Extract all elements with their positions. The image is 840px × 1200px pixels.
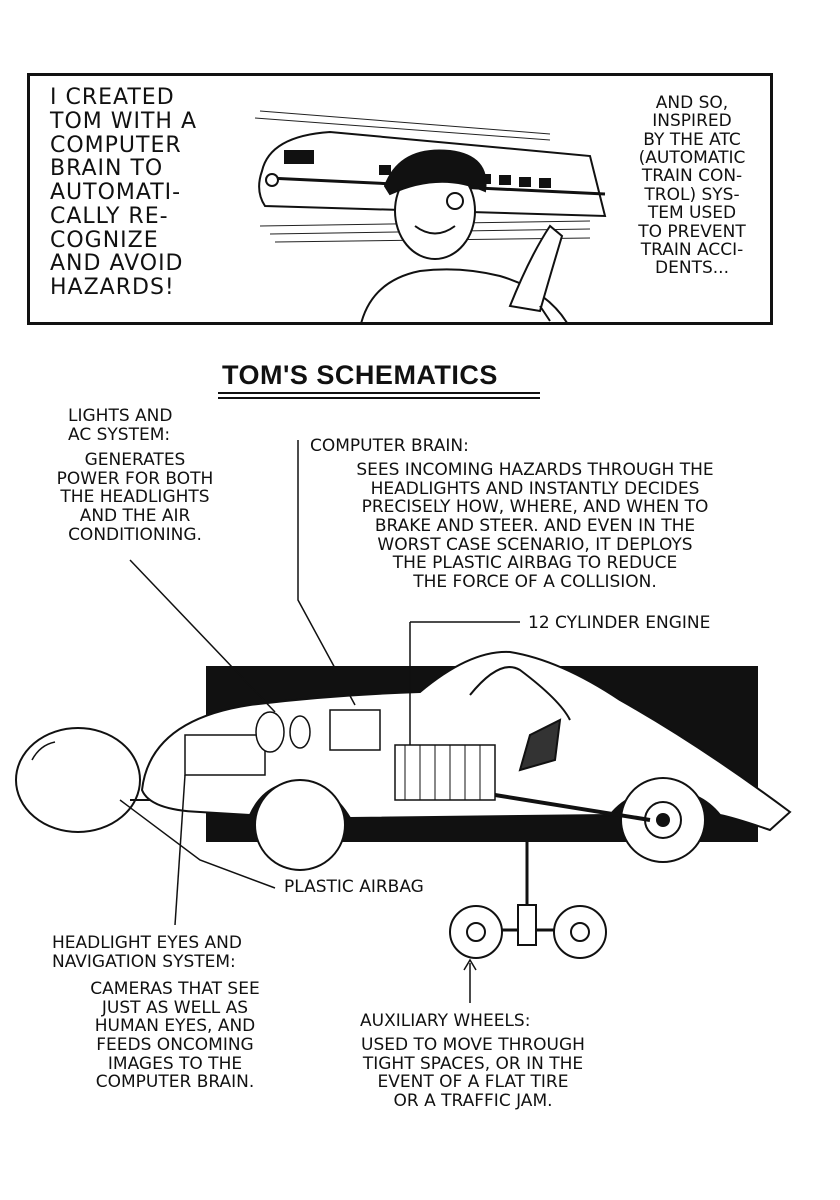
- airbag-label: PLASTIC AIRBAG: [284, 877, 424, 897]
- engine-label: 12 CYLINDER ENGINE: [528, 613, 711, 633]
- rear-wheel: [620, 777, 706, 863]
- headlight-heading: HEADLIGHT EYES AND NAVIGATION SYSTEM:: [52, 933, 242, 972]
- lights-heading: LIGHTS AND AC SYSTEM:: [68, 406, 173, 445]
- comic-panel: I CREATED TOM WITH A COMPUTER BRAIN TO A…: [27, 73, 773, 325]
- aux-arrowhead: [463, 958, 477, 971]
- title-underline: [218, 392, 540, 394]
- scientist-figure: [360, 149, 568, 322]
- brain-body: SEES INCOMING HAZARDS THROUGH THE HEADLI…: [356, 460, 714, 593]
- lights-body: GENERATES POWER FOR BOTH THE HEADLIGHTS …: [56, 450, 214, 545]
- leader-lines: [119, 440, 520, 1003]
- page-title: TOM'S SCHEMATICS: [222, 360, 498, 390]
- panel-illustration: [254, 110, 607, 322]
- lights-leader: [129, 559, 276, 713]
- aux-body: USED TO MOVE THROUGH TIGHT SPACES, OR IN…: [361, 1035, 585, 1112]
- narration-right: AND SO, INSPIRED BY THE ATC (AUTOMATIC T…: [638, 93, 746, 279]
- aux-heading: AUXILIARY WHEELS:: [360, 1011, 531, 1031]
- brain-leader: [297, 440, 356, 706]
- narration-left: I CREATED TOM WITH A COMPUTER BRAIN TO A…: [50, 85, 197, 300]
- engine-leader: [409, 621, 520, 745]
- airbag-leader: [119, 799, 276, 889]
- headlight-body: CAMERAS THAT SEE JUST AS WELL AS HUMAN E…: [90, 979, 260, 1093]
- title-underline-second: [218, 397, 540, 399]
- brain-heading: COMPUTER BRAIN:: [310, 436, 469, 456]
- auxiliary-wheels: [449, 818, 607, 959]
- front-wheel: [254, 779, 346, 871]
- headlight-leader: [174, 774, 186, 926]
- internal-machinery: [184, 709, 651, 822]
- airbag-balloon: [15, 727, 150, 833]
